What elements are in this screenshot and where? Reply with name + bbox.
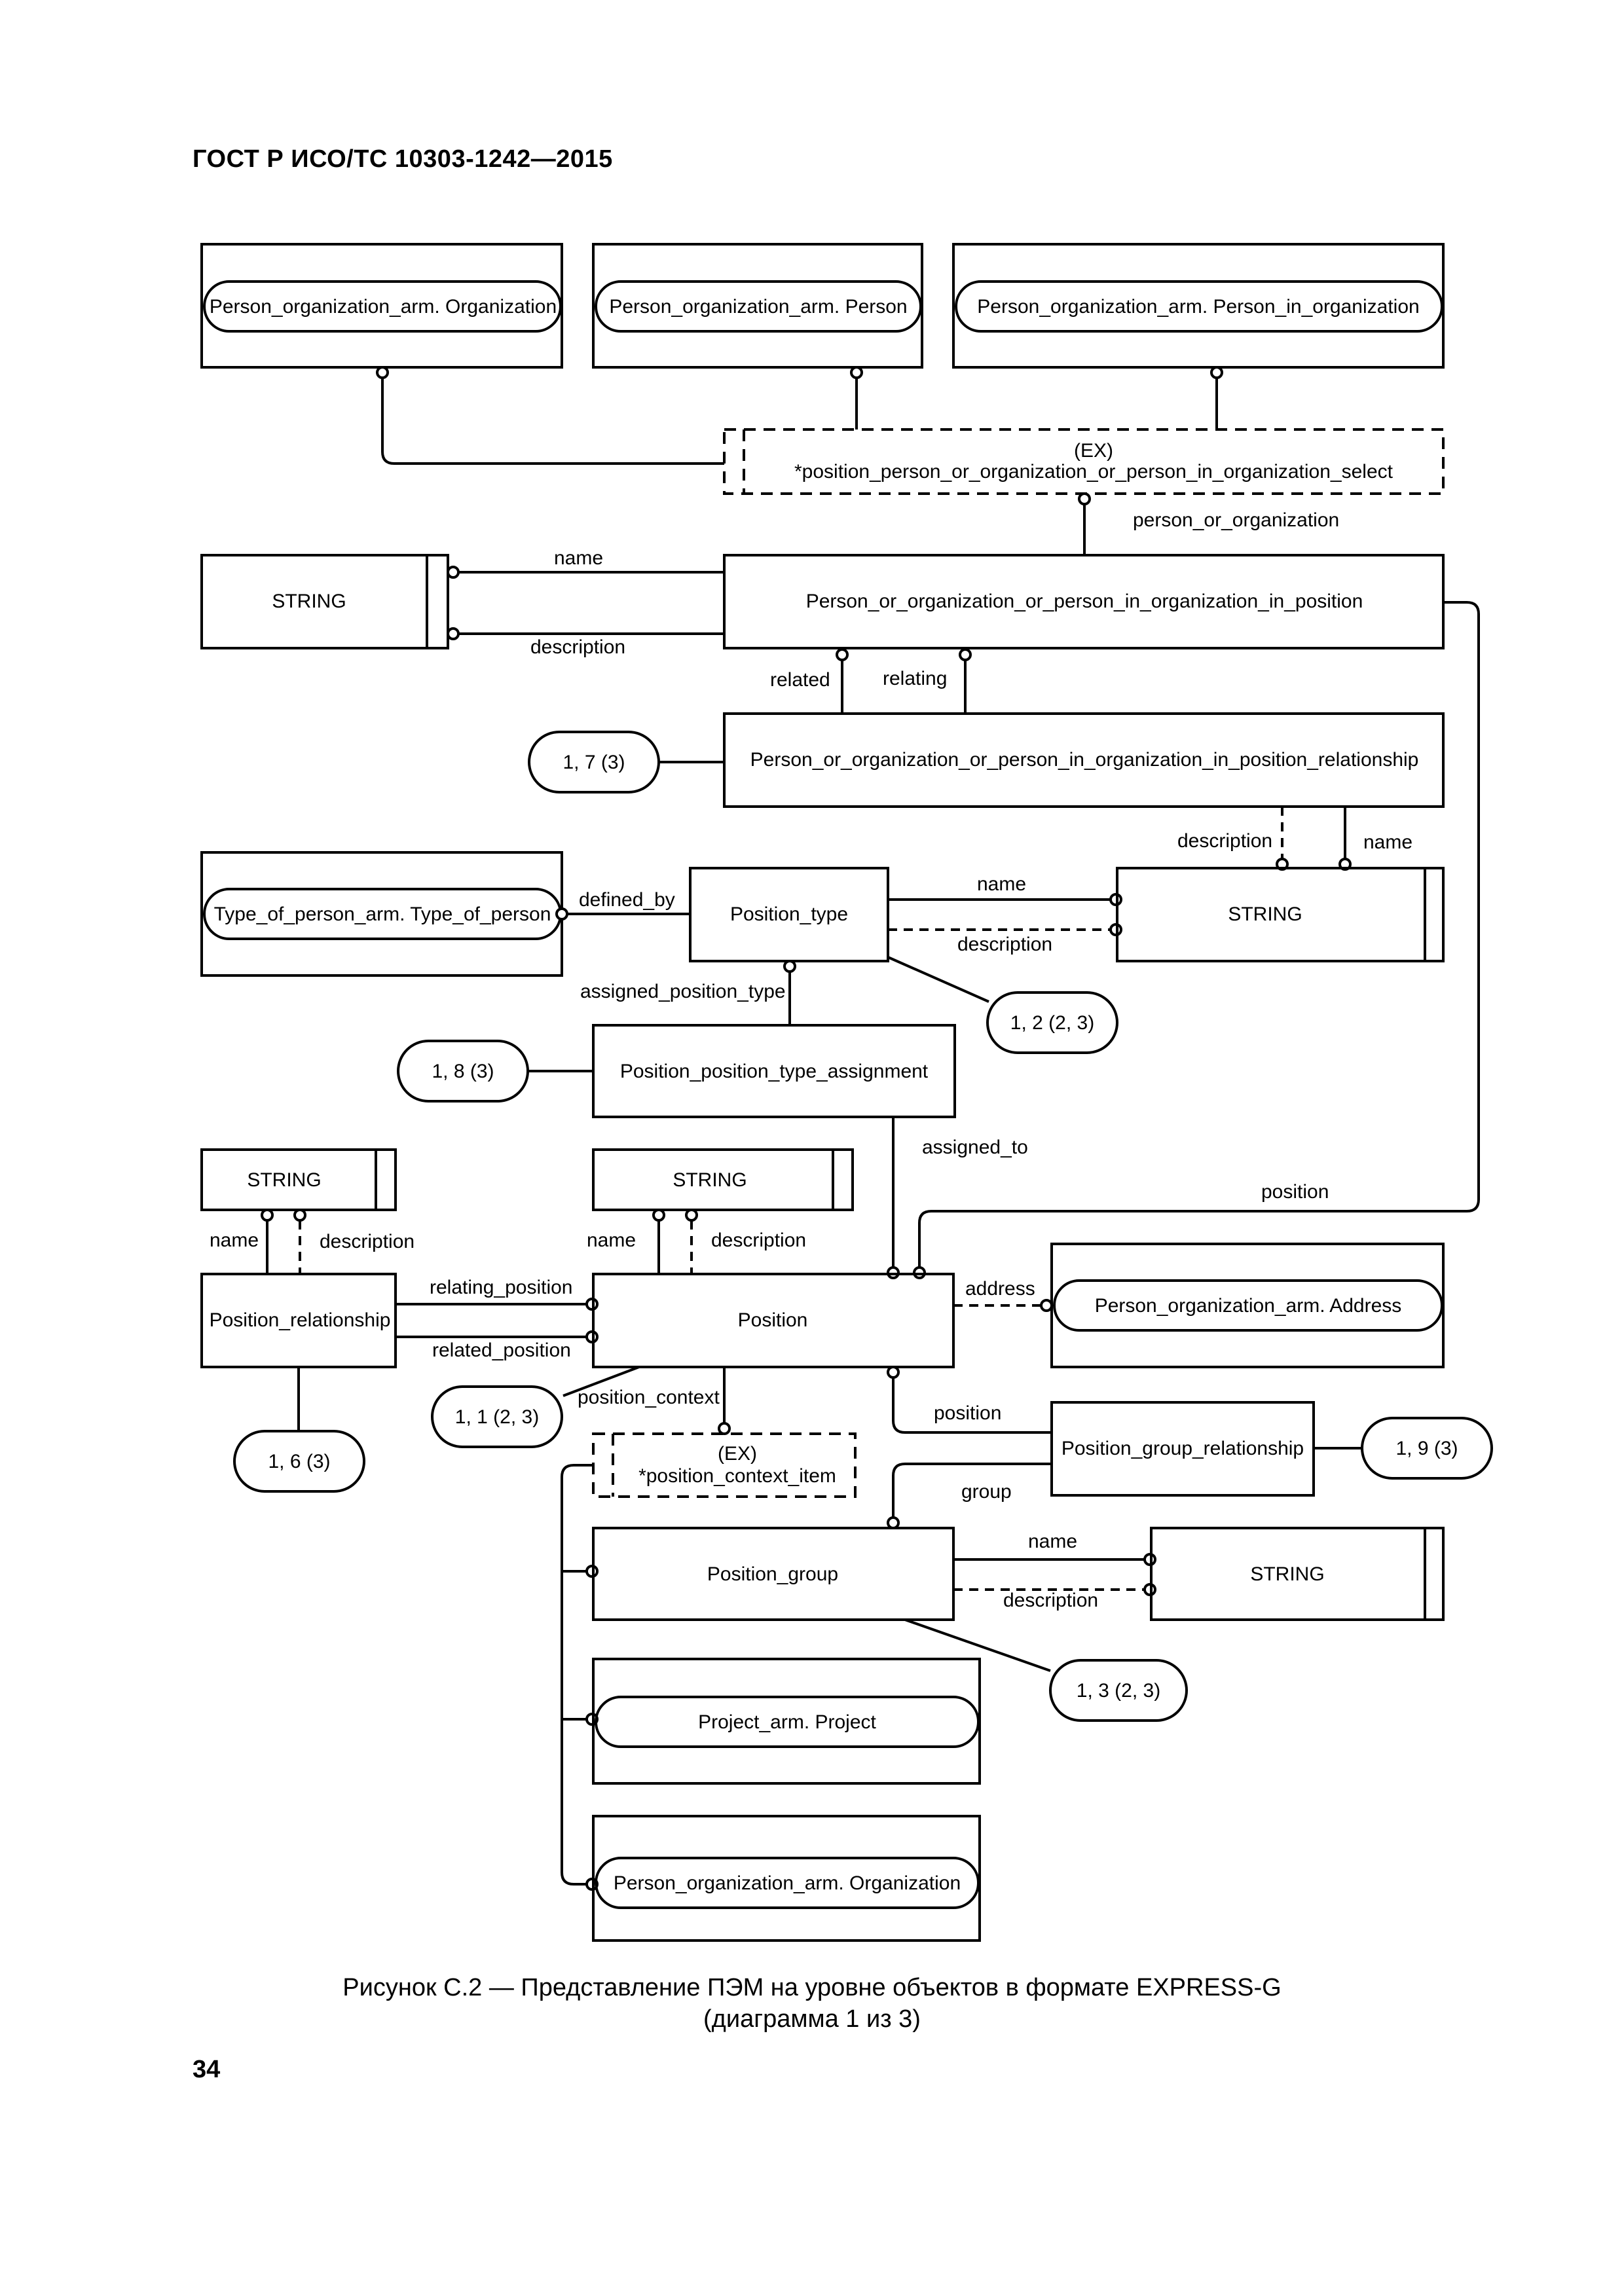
box-po-person [592,243,923,369]
text-ref-1-3: 1, 3 (2, 3) [1077,1680,1160,1702]
label-related-position: related_position [432,1339,571,1361]
string-box-5 [1150,1527,1445,1621]
text-project: Project_arm. Project [698,1711,876,1733]
text-string-2: STRING [1228,903,1302,925]
ref-1-2 [986,991,1118,1054]
label-description-1: description [530,636,625,658]
text-string-3: STRING [247,1169,321,1191]
label-name-6: name [1028,1531,1077,1552]
entity-position-group [592,1527,955,1621]
text-ref-1-2: 1, 2 (2, 3) [1010,1012,1094,1034]
text-type-of-person: Type_of_person_arm. Type_of_person [214,903,551,925]
label-position-2: position [934,1402,1001,1424]
text-ref-1-6: 1, 6 (3) [268,1451,330,1472]
label-name-3: name [977,873,1026,895]
text-popio-relationship: Person_or_organization_or_person_in_orga… [750,749,1419,771]
label-relating-position: relating_position [430,1277,572,1298]
box-po-person-in-organization [952,243,1445,369]
caption-line-2: (диаграмма 1 из 3) [703,2005,921,2033]
ref-1-9 [1361,1417,1493,1480]
label-related: related [770,669,830,691]
text-ref-1-7: 1, 7 (3) [563,752,625,773]
entity-position [592,1273,955,1368]
text-position: Position [738,1309,808,1331]
label-relating: relating [883,668,947,689]
text-po-organization-top: Person_organization_arm. Organization [210,296,557,318]
entity-popio-relationship [723,712,1445,808]
label-name-1: name [554,547,603,569]
text-string-1: STRING [272,591,346,612]
text-ref-1-9: 1, 9 (3) [1395,1438,1458,1459]
text-string-4: STRING [673,1169,747,1191]
box-po-address [1050,1243,1445,1368]
label-description-2: description [1177,830,1272,852]
text-position-group: Position_group [707,1563,838,1585]
string-box-4 [592,1148,854,1211]
label-name-4: name [210,1230,259,1251]
label-description-4: description [320,1231,415,1252]
connector-context-items [561,1464,593,1886]
ref-1-1 [431,1385,563,1448]
text-string-5: STRING [1250,1563,1324,1585]
text-position-type: Position_type [730,903,848,925]
label-description-5: description [711,1230,806,1251]
text-ref-1-1: 1, 1 (2, 3) [455,1406,539,1428]
label-address: address [965,1278,1035,1300]
connector-organization-select [381,374,724,465]
label-assigned-to: assigned_to [922,1137,1028,1158]
caption-line-1: Рисунок С.2 — Представление ПЭМ на уровн… [342,1974,1282,2001]
label-name-5: name [587,1230,636,1251]
text-ppta: Position_position_type_assignment [620,1061,929,1082]
label-name-2: name [1363,831,1412,853]
label-group: group [961,1481,1012,1503]
text-ctx-item: *position_context_item [638,1465,836,1487]
label-description-6: description [1003,1590,1098,1611]
page-header: ГОСТ Р ИСО/ТС 10303-1242—2015 [193,145,613,173]
text-ref-1-8: 1, 8 (3) [432,1061,494,1082]
label-position: position [1261,1181,1329,1203]
box-project [592,1658,981,1785]
text-select-name: *position_person_or_organization_or_pers… [794,461,1393,483]
label-assigned-position-type: assigned_position_type [580,981,786,1002]
text-po-organization-bottom: Person_organization_arm. Organization [614,1872,961,1894]
text-po-person-in-org: Person_organization_arm. Person_in_organ… [977,296,1419,318]
figure-caption: Рисунок С.2 — Представление ПЭМ на уровн… [0,1972,1624,2035]
label-position-context: position_context [578,1387,720,1408]
connector-position [918,601,1480,1267]
label-person-or-organization: person_or_organization [1133,509,1339,531]
box-po-organization-bottom [592,1815,981,1942]
text-ctx-ex: (EX) [718,1443,757,1465]
text-address: Person_organization_arm. Address [1095,1295,1402,1317]
text-po-person: Person_organization_arm. Person [609,296,907,318]
page-number: 34 [193,2056,221,2083]
text-position-group-relationship: Position_group_relationship [1061,1438,1304,1459]
label-description-3: description [957,934,1052,955]
string-box-2 [1116,867,1445,962]
ref-1-3 [1049,1659,1188,1722]
string-box-1 [200,554,449,649]
text-position-relationship: Position_relationship [210,1309,391,1331]
text-popio-in-position: Person_or_organization_or_person_in_orga… [806,591,1363,612]
label-defined-by: defined_by [579,889,675,911]
text-select-ex: (EX) [1074,440,1113,462]
ref-1-6 [233,1430,365,1493]
